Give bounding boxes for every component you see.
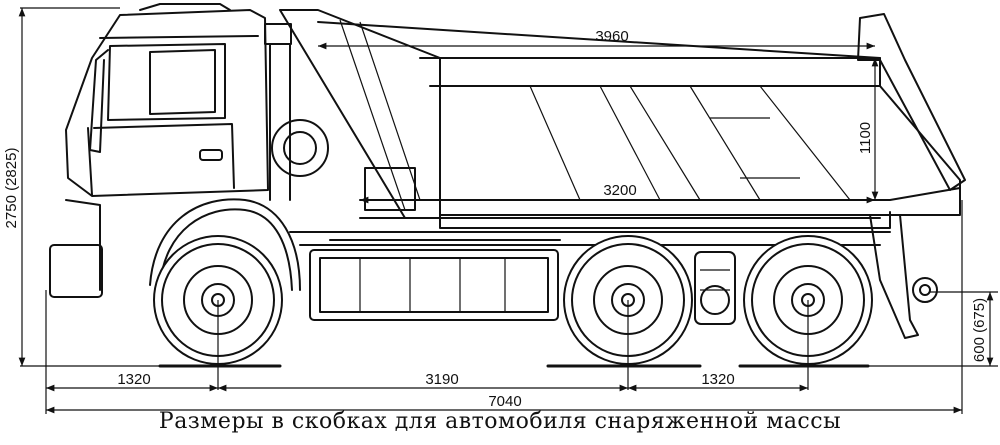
rear-suspension xyxy=(694,251,736,325)
truck-outline xyxy=(49,3,966,368)
cab xyxy=(49,3,292,298)
dim-body-inner-length: 3200 xyxy=(603,182,636,199)
dim-frame-height: 600 (675) xyxy=(971,298,988,362)
dim-overall-height: 2750 (2825) xyxy=(3,148,20,229)
front-mudguard xyxy=(149,119,329,291)
dim-rear-bogie: 1320 xyxy=(701,371,734,388)
dim-overall-length: 7040 xyxy=(488,393,521,410)
caption: Размеры в скобках для автомобиля снаряже… xyxy=(158,409,842,434)
dim-side-height: 1100 xyxy=(857,122,874,154)
dimension-lines xyxy=(18,7,998,414)
rear-hitch xyxy=(869,214,938,339)
dim-wheelbase: 3190 xyxy=(425,371,458,388)
fuel-tank xyxy=(309,167,561,321)
dim-body-length: 3960 xyxy=(595,28,628,45)
dim-front-overhang: 1320 xyxy=(117,371,150,388)
dump-body xyxy=(279,9,966,229)
